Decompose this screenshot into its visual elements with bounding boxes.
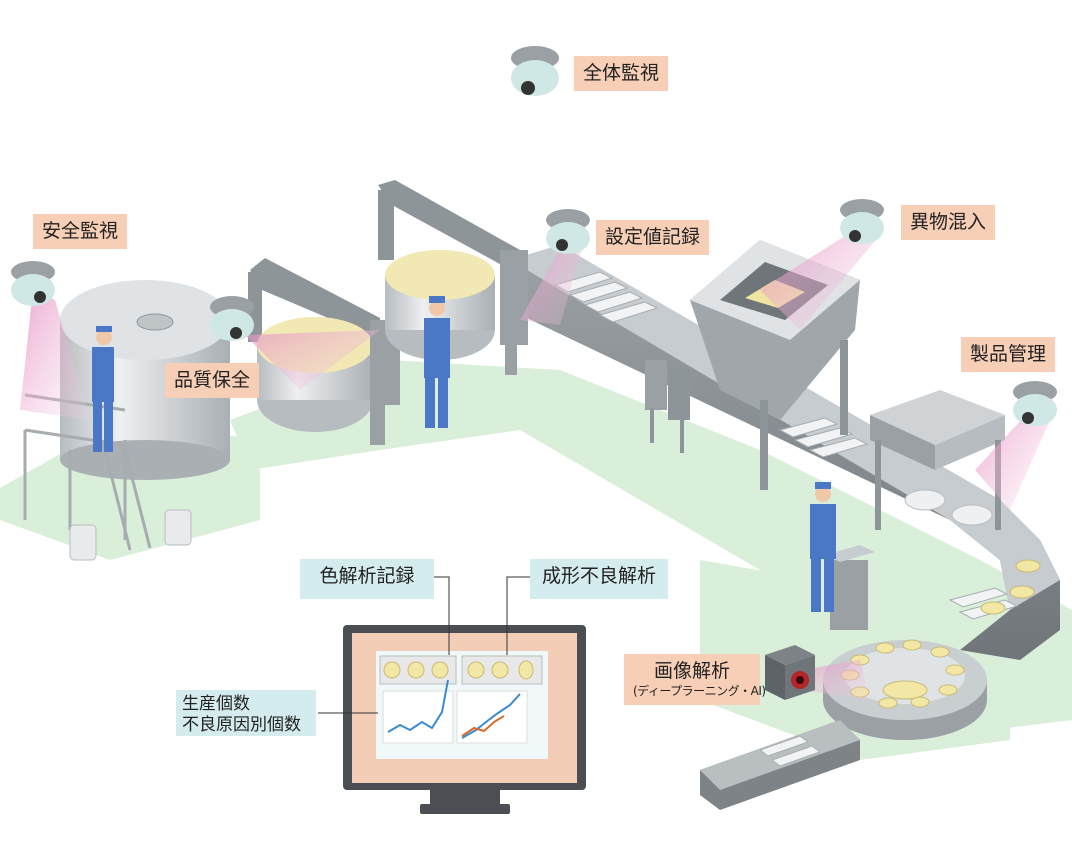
control-panel-1	[645, 360, 690, 453]
dome-camera-icon	[511, 46, 559, 96]
camera-view-cones	[20, 225, 1050, 700]
dome-camera-icon	[210, 296, 254, 341]
control-podium	[825, 545, 875, 630]
label-color-analysis-record: 色解析記録	[300, 559, 434, 599]
dome-camera-icon	[1013, 381, 1057, 426]
label-product-management: 製品管理	[961, 337, 1056, 372]
monitor-icon	[343, 625, 586, 814]
leader-lines	[318, 576, 530, 714]
label-image-analysis-title: 画像解析	[653, 660, 730, 682]
dome-camera-icon	[546, 209, 590, 254]
label-safety-monitoring: 安全監視	[33, 214, 128, 249]
worker-icon	[92, 326, 114, 452]
label-image-analysis: 画像解析 (ディープラーニング・AI)	[624, 654, 766, 705]
label-quality-assurance: 品質保全	[165, 363, 260, 398]
label-overall-monitoring: 全体監視	[574, 56, 669, 91]
label-production-count: 生産個数	[182, 694, 250, 714]
label-foreign-matter: 異物混入	[901, 205, 996, 240]
label-defect-cause-count: 不良原因別個数	[182, 715, 301, 735]
worker-icon	[810, 482, 836, 612]
label-setpoint-recording: 設定値記録	[596, 220, 710, 255]
containers	[69, 509, 192, 561]
output-chute	[700, 720, 860, 810]
label-production-counts: 生産個数 不良原因別個数	[176, 690, 316, 736]
industrial-camera-icon	[765, 645, 815, 700]
mixer-2	[378, 180, 528, 375]
worker-icon	[424, 296, 450, 428]
dome-camera-icon	[840, 199, 884, 244]
dome-camera-icon	[11, 261, 55, 306]
label-image-analysis-subtitle: (ディープラーニング・AI)	[633, 684, 766, 698]
label-molding-defect-analysis: 成形不良解析	[530, 559, 668, 599]
